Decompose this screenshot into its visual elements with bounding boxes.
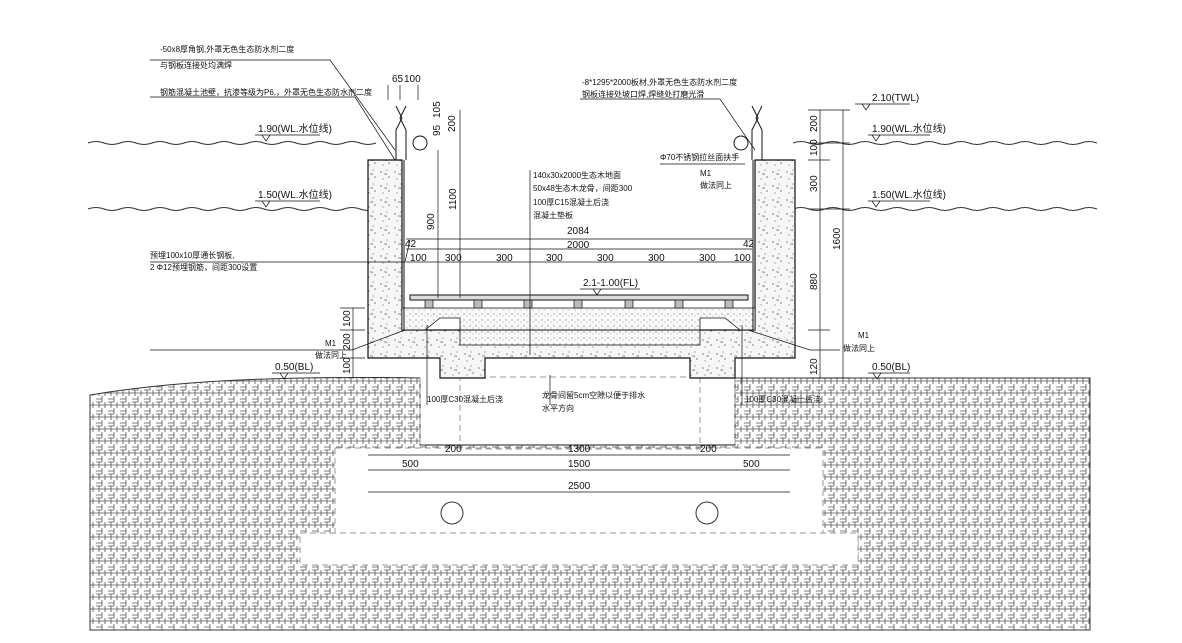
water-lines <box>87 141 1098 211</box>
m1-right-label: M1 <box>858 331 870 340</box>
c30-left-note: 100厚C30混凝土后浇 <box>427 394 503 404</box>
steel-plate-note-2: 钢板连接处坡口焊,焊缝处打磨光滑 <box>582 89 704 99</box>
dim-2000: 2000 <box>567 240 590 251</box>
level-marks: 2.10(TWL) 1.90(WL.水位线) 1.90(WL.水位线) 1.50… <box>255 93 946 380</box>
foundation-block <box>334 447 824 534</box>
foundation-base <box>299 532 859 566</box>
dim-r200: 200 <box>809 115 820 132</box>
dim-65: 65 <box>392 74 404 85</box>
dim-b1500: 1500 <box>568 459 591 470</box>
dim-200-v: 200 <box>447 115 458 132</box>
m1-right-sub: 做法同上 <box>843 343 875 353</box>
spacing-6: 300 <box>699 253 716 264</box>
dashed-outline <box>459 376 701 450</box>
handrail-note: Φ70不锈钢拉丝面扶手 <box>660 152 739 162</box>
dim-l100b: 100 <box>342 357 353 374</box>
bl-level-right: 0.50(BL) <box>872 362 910 373</box>
dim-b500-left: 500 <box>402 459 419 470</box>
spacing-1: 300 <box>445 253 462 264</box>
deck-joists <box>424 299 734 309</box>
wood-deck <box>409 294 749 301</box>
layer4-note: 混凝土垫板 <box>533 210 573 220</box>
dim-r120: 120 <box>809 358 820 375</box>
wl-high-left: 1.90(WL.水位线) <box>258 122 332 135</box>
spacing-4: 300 <box>597 253 614 264</box>
m1-left-label: M1 <box>325 339 337 348</box>
layer3-note: 100厚C15混凝土后浇 <box>533 197 609 207</box>
pile-left <box>440 501 464 525</box>
angle-steel-note: -50x8厚角钢,外罩无色生态防水剂二度 <box>160 44 294 54</box>
spacing-7: 100 <box>734 253 751 264</box>
dim-105: 105 <box>432 101 443 118</box>
dim-r300: 300 <box>809 175 820 192</box>
fl-level: 2.1-1.00(FL) <box>583 278 638 289</box>
gap-note-2: 水平方向 <box>542 403 574 413</box>
railing-right <box>733 105 763 160</box>
layer2-note: 50x48生态木龙骨，间距300 <box>533 183 633 193</box>
dim-b200-right: 200 <box>700 444 717 455</box>
dim-900: 900 <box>426 213 437 230</box>
dim-b500-right: 500 <box>743 459 760 470</box>
dim-42-right: 42 <box>743 239 755 250</box>
steel-plate-note: -8*1295*2000板材,外罩无色生态防水剂二度 <box>582 77 737 87</box>
m1-left-sub: 做法同上 <box>315 350 347 360</box>
dim-95: 95 <box>432 124 443 136</box>
layer1-note: 140x30x2000生态木地面 <box>533 170 621 180</box>
pile-right <box>695 501 719 525</box>
dim-r100: 100 <box>809 139 820 156</box>
spacing-0: 100 <box>410 253 427 264</box>
bl-level-left: 0.50(BL) <box>275 362 313 373</box>
dim-l100a: 100 <box>342 310 353 327</box>
m1-top-label: M1 <box>700 169 712 178</box>
leader-lines <box>150 59 840 405</box>
gap-note: 龙骨间留5cm空隙以便于排水 <box>542 390 645 400</box>
m1-top-sub: 做法同上 <box>700 180 732 190</box>
dimension-lines <box>340 85 850 493</box>
dim-b200-left: 200 <box>445 444 462 455</box>
spacing-5: 300 <box>648 253 665 264</box>
dim-r1600: 1600 <box>832 227 843 250</box>
embedded-bar-note: 2 Φ12预埋钢筋，间距300设置 <box>150 262 257 272</box>
dim-b1300: 1300 <box>568 444 591 455</box>
railing-left <box>395 105 428 160</box>
spacing-2: 300 <box>496 253 513 264</box>
dim-l200: 200 <box>342 333 353 350</box>
wl-high-right: 1.90(WL.水位线) <box>872 122 946 135</box>
concrete-pool-note: 钢筋混凝土池壁，抗渗等级为P6,，外罩无色生态防水剂二度 <box>160 87 372 97</box>
wl-low-left: 1.50(WL.水位线) <box>258 188 332 201</box>
wl-low-right: 1.50(WL.水位线) <box>872 188 946 201</box>
embedded-plate-note: 预埋100x10厚通长钢板, <box>150 250 234 260</box>
dim-b2500: 2500 <box>568 481 591 492</box>
spacing-3: 300 <box>546 253 563 264</box>
dim-r880: 880 <box>809 273 820 290</box>
dim-1100: 1100 <box>448 188 459 210</box>
dim-42-left: 42 <box>405 239 417 250</box>
angle-steel-note-2: 与钢板连接处均满焊 <box>160 60 232 70</box>
dimension-texts: 65 100 105 95 200 1100 900 2084 2000 42 … <box>342 74 843 492</box>
steel-plate-liner <box>403 160 754 331</box>
c30-right-note: 100厚C30混凝土后浇 <box>745 394 821 404</box>
dim-2084: 2084 <box>567 226 590 237</box>
twl-level: 2.10(TWL) <box>872 93 919 104</box>
dim-100-top: 100 <box>404 74 421 85</box>
